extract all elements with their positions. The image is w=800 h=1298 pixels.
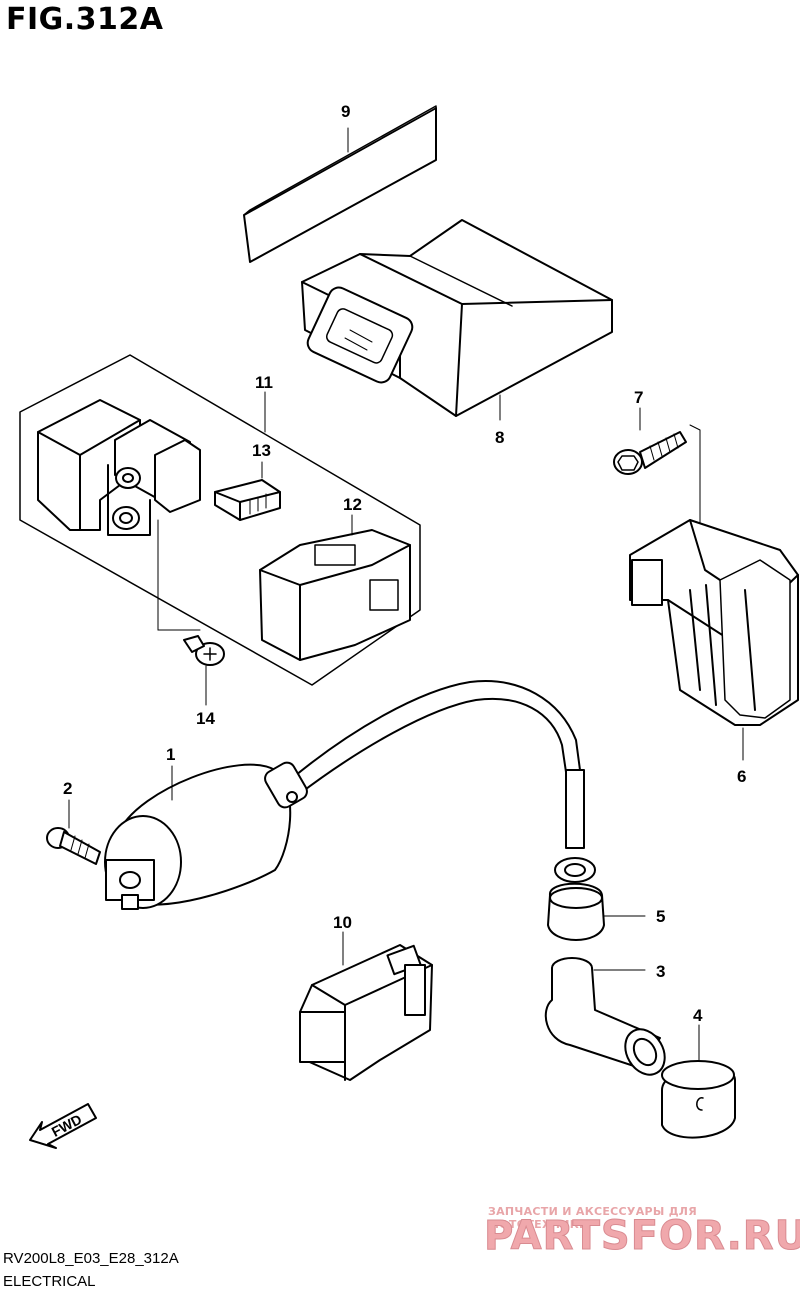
forward-arrow-icon bbox=[29, 1103, 97, 1149]
callout-7: 7 bbox=[634, 388, 643, 407]
part-10-connector[interactable] bbox=[299, 931, 433, 1081]
section-label: ELECTRICAL bbox=[3, 1273, 96, 1290]
part-11-group-outline bbox=[19, 354, 421, 686]
part-4-rubber-cap[interactable] bbox=[661, 1024, 736, 1139]
figure-code: RV200L8_E03_E28_312A bbox=[3, 1250, 179, 1267]
part-6-regulator[interactable] bbox=[629, 519, 799, 761]
callout-14: 14 bbox=[196, 709, 215, 728]
part-14-screw[interactable] bbox=[183, 635, 225, 706]
part-1-ignition-coil[interactable] bbox=[104, 680, 585, 910]
callout-4: 4 bbox=[693, 1006, 703, 1025]
part-3-plug-cap[interactable] bbox=[544, 957, 673, 1082]
part-7-bolt[interactable] bbox=[613, 407, 701, 561]
part-2-bolt[interactable] bbox=[46, 799, 101, 865]
part-9-pad[interactable] bbox=[243, 105, 437, 263]
callout-11: 11 bbox=[255, 373, 273, 392]
callout-10: 10 bbox=[333, 913, 352, 932]
callout-3: 3 bbox=[656, 962, 665, 981]
watermark-brand: PARTSFOR.RU bbox=[483, 1213, 800, 1260]
part-11-relay[interactable] bbox=[37, 399, 201, 631]
part-5-cap[interactable] bbox=[547, 857, 646, 941]
figure-title: FIG.312A bbox=[6, 2, 164, 37]
callout-8: 8 bbox=[495, 428, 504, 447]
callout-13: 13 bbox=[252, 441, 271, 460]
callout-5: 5 bbox=[656, 907, 665, 926]
part-8-ecm[interactable] bbox=[301, 219, 613, 421]
callout-2: 2 bbox=[63, 779, 72, 798]
callout-12: 12 bbox=[343, 495, 362, 514]
part-13-fuse[interactable] bbox=[214, 461, 281, 521]
callout-1: 1 bbox=[166, 745, 175, 764]
callout-6: 6 bbox=[737, 767, 746, 786]
watermark-tagline: ЗАПЧАСТИ И АКСЕССУАРЫ ДЛЯ МОТОТЕХНИКИ bbox=[488, 1205, 698, 1231]
callout-9: 9 bbox=[341, 102, 350, 121]
part-12-cover[interactable] bbox=[259, 514, 411, 661]
